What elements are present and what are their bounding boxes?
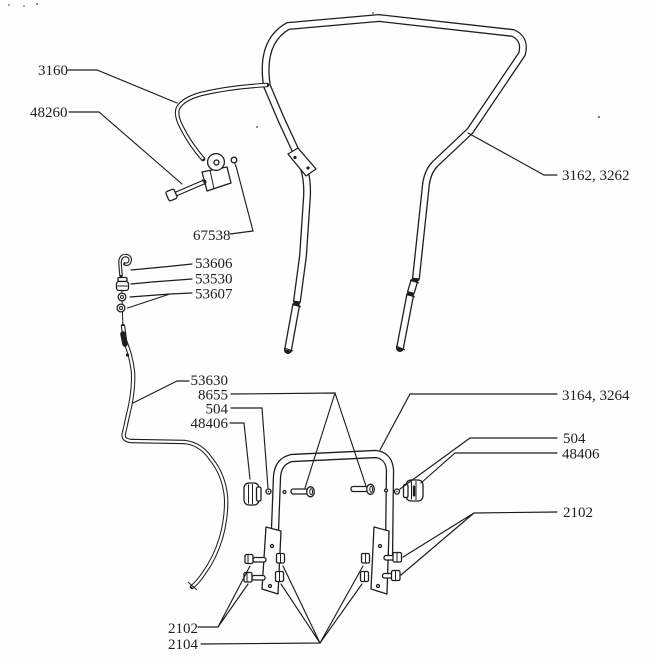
lever-screw-part — [230, 156, 238, 167]
leader-48406-right — [420, 452, 558, 484]
upper-cable-tube — [174, 82, 270, 162]
carriage-bolt-left-part — [290, 486, 315, 498]
hex-nut-right-top — [360, 552, 371, 564]
hex-bolt-right-bottom — [381, 569, 401, 582]
cable-hook-part — [118, 253, 132, 280]
leader-8655 — [230, 392, 367, 489]
cable-lever-assembly — [201, 152, 232, 192]
leader-2102-bottom — [197, 565, 251, 628]
part-label-67538: 67538 — [193, 228, 231, 244]
leader-2104 — [200, 565, 364, 645]
part-label-504-left: 504 — [206, 402, 229, 418]
part-label-2104: 2104 — [168, 637, 199, 653]
leader-48406-left — [229, 422, 251, 480]
part-label-2102-right: 2102 — [563, 505, 593, 521]
cable-ferrule-part — [115, 276, 130, 292]
leader-lines — [67, 69, 558, 645]
cable-nuts-part — [116, 292, 127, 313]
leader-53630 — [132, 380, 190, 404]
handle-tab-plate — [287, 147, 317, 177]
washer-right-part — [393, 488, 401, 495]
leader-53530 — [130, 278, 193, 285]
hex-nut-right-bottom — [359, 570, 370, 583]
part-label-3162-3262: 3162, 3262 — [562, 168, 630, 184]
leader-3162-3262 — [467, 132, 558, 176]
lever-bolt-part — [165, 179, 207, 202]
left-handle-grip — [283, 302, 302, 354]
leader-53607 — [126, 292, 193, 309]
lower-handle-tube — [269, 449, 395, 561]
part-label-2102-bottom: 2102 — [168, 621, 198, 637]
part-label-8655: 8655 — [198, 388, 228, 404]
hex-bolt-left-bottom — [243, 571, 266, 583]
knob-right-part — [402, 479, 424, 502]
part-label-3164-3264: 3164, 3264 — [562, 388, 630, 404]
tube-hole-left — [282, 489, 287, 495]
lower-cable-tube — [120, 323, 229, 591]
leader-53606 — [130, 263, 193, 271]
leader-2102-right — [400, 511, 558, 576]
part-label-53606: 53606 — [195, 256, 233, 272]
leader-48260 — [68, 111, 183, 185]
carriage-bolt-right-part — [350, 483, 375, 495]
hex-nut-left-bottom — [274, 570, 285, 583]
leader-504-right — [399, 437, 558, 490]
part-label-48260: 48260 — [30, 105, 68, 121]
knob-left-part — [243, 482, 262, 506]
leader-504-left — [230, 407, 269, 489]
part-labels: 3160 48260 67538 53606 53530 53607 53630… — [30, 63, 630, 653]
part-label-3160: 3160 — [38, 63, 68, 79]
hex-bolt-right-top — [383, 551, 403, 563]
tube-hole-right — [383, 488, 389, 493]
leader-3160 — [67, 69, 178, 104]
part-label-48406-right: 48406 — [562, 447, 600, 463]
right-handle-grip — [395, 278, 420, 352]
part-label-48406-left: 48406 — [191, 416, 229, 432]
washer-left-part — [265, 488, 272, 495]
hex-bolt-left-top — [244, 553, 267, 565]
leader-3164-3264 — [379, 393, 558, 451]
hex-nut-left-top — [275, 552, 286, 564]
part-label-53530: 53530 — [195, 272, 233, 288]
part-label-53607: 53607 — [195, 287, 233, 303]
part-label-504-right: 504 — [563, 431, 586, 447]
part-label-53630: 53630 — [191, 373, 229, 389]
leader-67538 — [229, 165, 254, 235]
scan-noise-specks — [8, 3, 601, 128]
